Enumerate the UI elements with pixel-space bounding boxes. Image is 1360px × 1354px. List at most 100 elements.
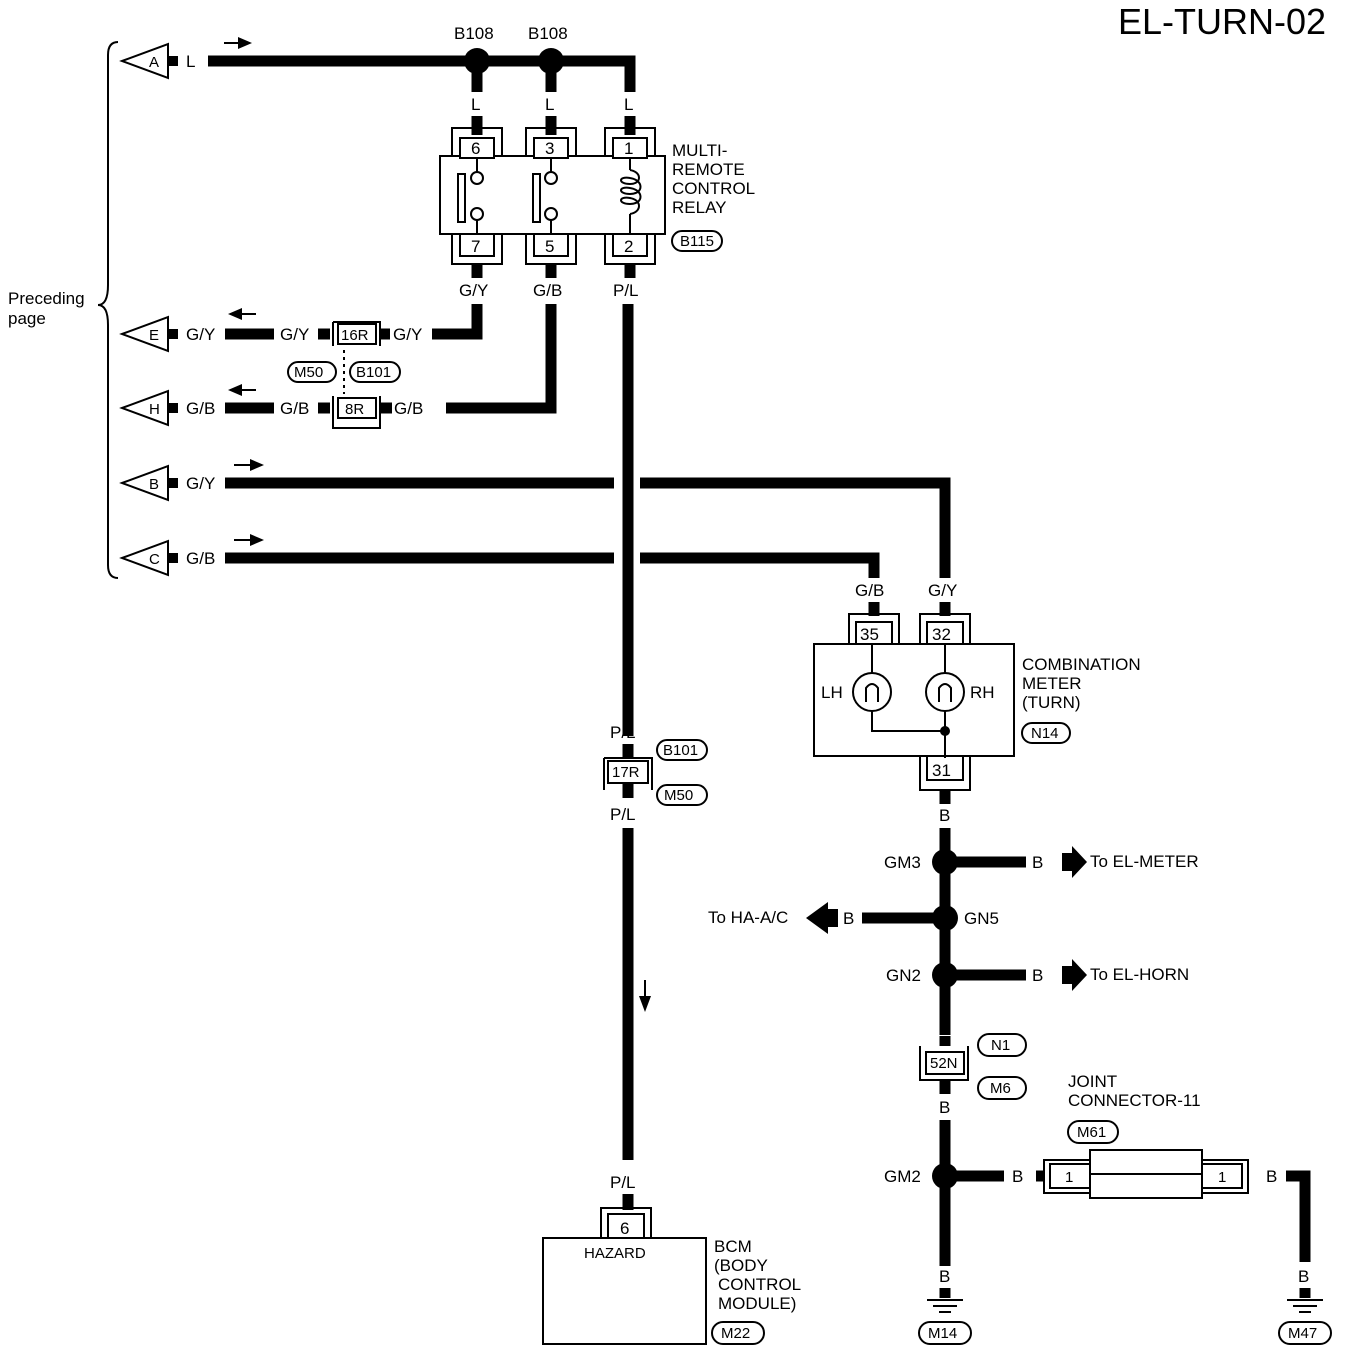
joint-connector-name-2: CONNECTOR-11 — [1068, 1091, 1201, 1110]
terminal-b-letter: B — [149, 476, 159, 493]
relay-pin-5: 5 — [545, 237, 554, 256]
direction-arrow-a — [224, 37, 252, 49]
bcm-connector-m22: M22 — [711, 1321, 765, 1345]
connector-b101-17r: B101 — [656, 739, 708, 761]
meter-pin-35: 35 — [860, 625, 879, 644]
wire-gb-c-to-meter — [640, 552, 880, 578]
terminal-a: A L — [119, 42, 195, 80]
wire-gb-relay-to-8r — [446, 304, 557, 414]
connector-n1: N1 — [977, 1033, 1027, 1057]
arrow-to-el-meter-icon — [1062, 846, 1087, 878]
wire-gy-relay-to-16r — [432, 304, 483, 340]
connector-17r-label: 17R — [612, 764, 640, 781]
connector-b101: B101 — [349, 361, 401, 383]
multi-remote-control-relay: 6 3 1 7 5 2 — [439, 127, 666, 265]
relay-pin-6: 6 — [471, 139, 480, 158]
combination-meter: 35 32 31 LH RH — [813, 613, 1015, 791]
wire-label-pl-relay: P/L — [613, 281, 639, 300]
ground-m47-icon — [1287, 1299, 1323, 1313]
relay-name-3: CONTROL — [672, 179, 755, 198]
joint-connector-11: 1 1 — [1043, 1149, 1249, 1199]
relay-connector-b115: B115 — [671, 230, 723, 252]
connector-17r: 17R — [603, 757, 653, 790]
joint-connector-m61: M61 — [1067, 1120, 1119, 1144]
connector-52n: 52N — [919, 1046, 969, 1081]
wire-label-l-6: L — [471, 95, 480, 114]
wire-label-a: L — [186, 52, 195, 71]
connector-m50: M50 — [287, 361, 337, 383]
splice-gn5-label: GN5 — [964, 909, 999, 928]
bcm-pin-6: 6 — [620, 1219, 629, 1238]
terminal-e: E G/Y — [119, 315, 215, 353]
relay-name-2: REMOTE — [672, 160, 745, 179]
meter-name-3: (TURN) — [1022, 693, 1081, 712]
wire-label-b-gn2: B — [1032, 966, 1043, 985]
wire-label-gb-relay: G/B — [533, 281, 562, 300]
wire-b-to-m47 — [1286, 1170, 1311, 1262]
bcm-name-1: BCM — [714, 1237, 752, 1256]
connector-16r: 16R — [332, 321, 381, 346]
wire-label-b-52n-bottom: B — [939, 1098, 950, 1117]
splice-gm2-label: GM2 — [884, 1167, 921, 1186]
bcm-name-4: MODULE) — [718, 1294, 796, 1313]
arrow-to-el-horn-icon — [1062, 959, 1087, 991]
connector-16r-label: 16R — [341, 327, 369, 344]
meter-pin-31: 31 — [932, 761, 951, 780]
terminal-h-letter: H — [149, 401, 160, 418]
wire-label-gb-meter: G/B — [855, 581, 884, 600]
wire-label-b: G/Y — [186, 474, 215, 493]
wire-label-pl-bcm: P/L — [610, 1173, 636, 1192]
terminal-c: C G/B — [119, 539, 215, 577]
terminal-b: B G/Y — [119, 464, 215, 502]
ground-m14-label: M14 — [928, 1325, 957, 1342]
wire-label-gb-8r-right: G/B — [394, 399, 423, 418]
bcm-hazard-label: HAZARD — [584, 1245, 646, 1262]
direction-arrow-pl — [639, 980, 651, 1012]
connector-8r: 8R — [332, 396, 381, 429]
joint-connector-pin-left: 1 — [1065, 1169, 1073, 1186]
direction-arrow-b — [234, 459, 264, 471]
preceding-page-label-2: page — [8, 309, 46, 328]
joint-connector-pin-right: 1 — [1218, 1169, 1226, 1186]
connector-m50-17r-label: M50 — [664, 787, 693, 804]
wire-label-b-gm3: B — [1032, 853, 1043, 872]
ground-m14: M14 — [918, 1321, 972, 1345]
connector-n1-label: N1 — [991, 1037, 1010, 1054]
direction-arrow-h — [228, 384, 256, 396]
splice-b108-1-label: B108 — [454, 24, 494, 43]
connector-m50-label: M50 — [294, 364, 323, 381]
wire-label-pl-17r-bottom: P/L — [610, 805, 636, 824]
connector-b101-17r-label: B101 — [663, 742, 698, 759]
wire-label-pl-17r-top: P/L — [610, 723, 636, 742]
relay-pin-1: 1 — [624, 139, 633, 158]
wire-label-gy-relay: G/Y — [459, 281, 488, 300]
connector-m6: M6 — [977, 1076, 1027, 1100]
wire-label-l-1: L — [624, 95, 633, 114]
relay-name-4: RELAY — [672, 198, 727, 217]
relay-pin-3: 3 — [545, 139, 554, 158]
wire-label-b-52n-top: B — [939, 1016, 950, 1035]
wire-label-b-gm2: B — [1012, 1167, 1023, 1186]
meter-connector-n14: N14 — [1021, 722, 1071, 744]
bcm-connector-m22-label: M22 — [721, 1325, 750, 1342]
connector-m6-label: M6 — [990, 1080, 1011, 1097]
wire-label-b-31: B — [939, 806, 950, 825]
wire-label-gy-16r-left: G/Y — [280, 325, 309, 344]
preceding-page-brace — [97, 41, 119, 579]
wire-label-h: G/B — [186, 399, 215, 418]
lh-bulb-icon — [852, 672, 892, 712]
direction-arrow-e — [228, 308, 256, 320]
wire-label-e: G/Y — [186, 325, 215, 344]
relay-pin-2: 2 — [624, 237, 633, 256]
meter-pin-32: 32 — [932, 625, 951, 644]
meter-name-1: COMBINATION — [1022, 655, 1141, 674]
relay-connector-b115-label: B115 — [680, 233, 714, 250]
wire-label-gy-meter: G/Y — [928, 581, 957, 600]
terminal-c-letter: C — [149, 551, 160, 568]
meter-name-2: METER — [1022, 674, 1082, 693]
terminal-h: H G/B — [119, 389, 215, 427]
meter-lh-label: LH — [821, 683, 843, 702]
ground-m47-label: M47 — [1288, 1325, 1317, 1342]
diagram-title: EL-TURN-02 — [1118, 1, 1326, 42]
